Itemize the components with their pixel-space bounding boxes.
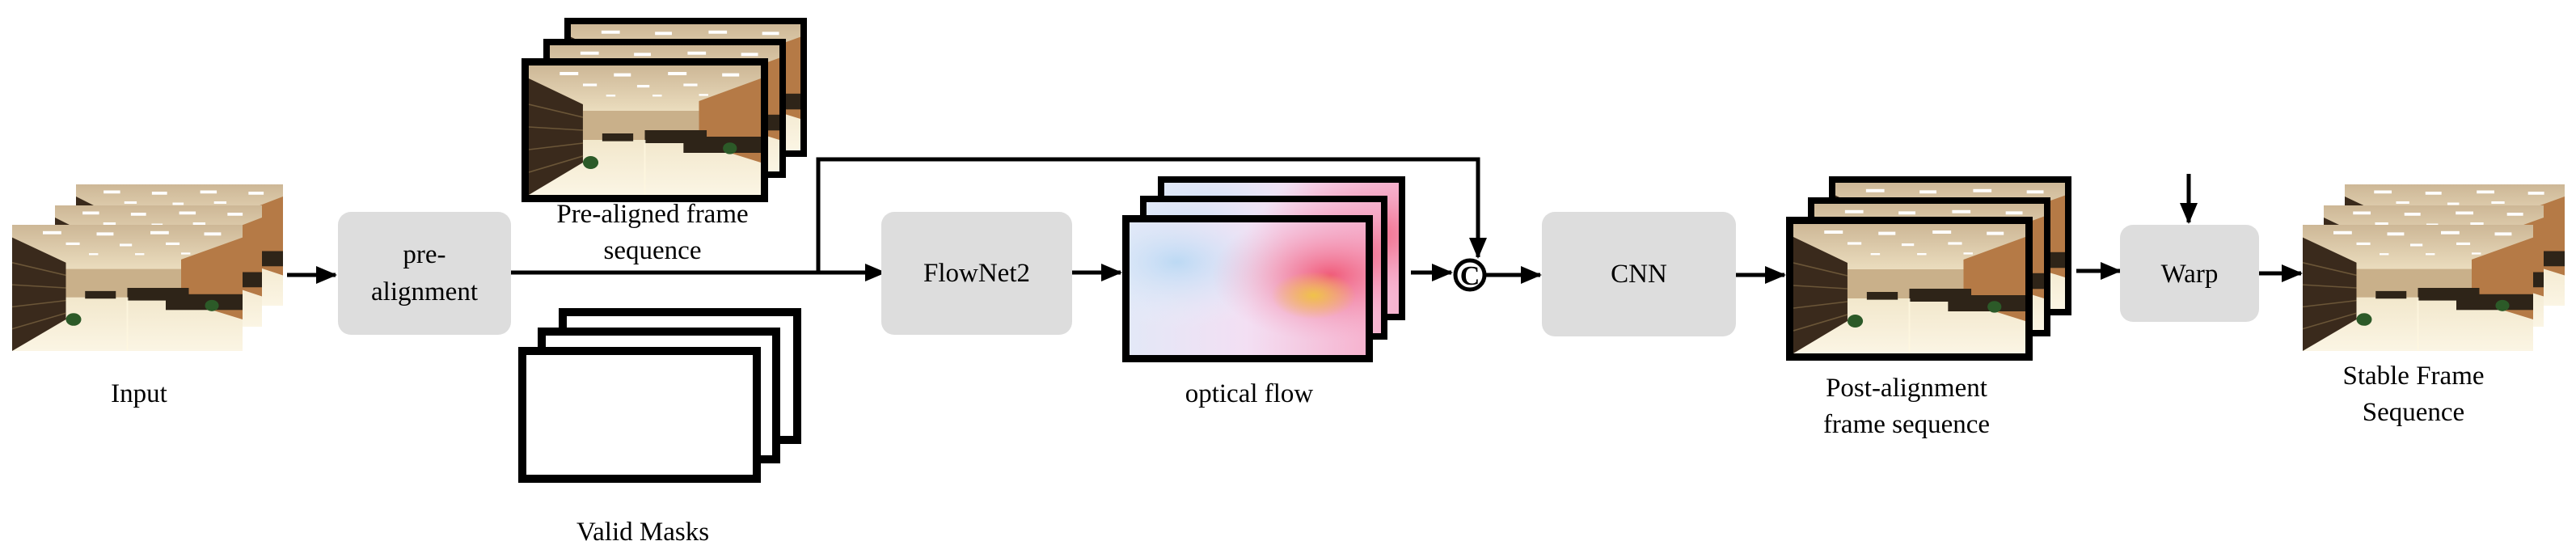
pre-aligned-label-line2: sequence bbox=[604, 236, 702, 265]
post-alignment-label-line2: frame sequence bbox=[1823, 410, 1990, 439]
flownet2-label: FlowNet2 bbox=[923, 259, 1030, 288]
stable-label-line2: Sequence bbox=[2363, 398, 2464, 427]
stable-frame-stack bbox=[2303, 184, 2565, 351]
warp-label: Warp bbox=[2161, 260, 2219, 289]
post-alignment-label-line1: Post-alignment bbox=[1826, 374, 1987, 403]
pre-aligned-label-line1: Pre-aligned frame bbox=[556, 200, 748, 229]
flownet2-block: FlowNet2 bbox=[881, 212, 1072, 335]
input-frame-stack bbox=[12, 184, 283, 351]
concat-node: C bbox=[1453, 258, 1487, 292]
input-label: Input bbox=[111, 379, 167, 408]
pre-alignment-label-line2: alignment bbox=[371, 277, 478, 306]
cnn-label: CNN bbox=[1611, 260, 1667, 289]
pre-alignment-label-line1: pre- bbox=[403, 240, 446, 269]
post-alignment-frame-stack bbox=[1786, 176, 2071, 361]
optical-flow-stack bbox=[1122, 176, 1405, 362]
pre-aligned-frame-stack bbox=[522, 18, 807, 202]
pre-alignment-block: pre- alignment bbox=[338, 212, 511, 335]
stable-label-line1: Stable Frame bbox=[2342, 361, 2484, 391]
concat-symbol: C bbox=[1460, 261, 1480, 291]
warp-block: Warp bbox=[2120, 225, 2259, 322]
valid-masks-stack bbox=[518, 308, 801, 483]
skip-connection-line bbox=[816, 157, 1480, 273]
cnn-block: CNN bbox=[1542, 212, 1736, 336]
valid-masks-label: Valid Masks bbox=[576, 518, 709, 547]
optical-flow-label: optical flow bbox=[1185, 379, 1314, 408]
